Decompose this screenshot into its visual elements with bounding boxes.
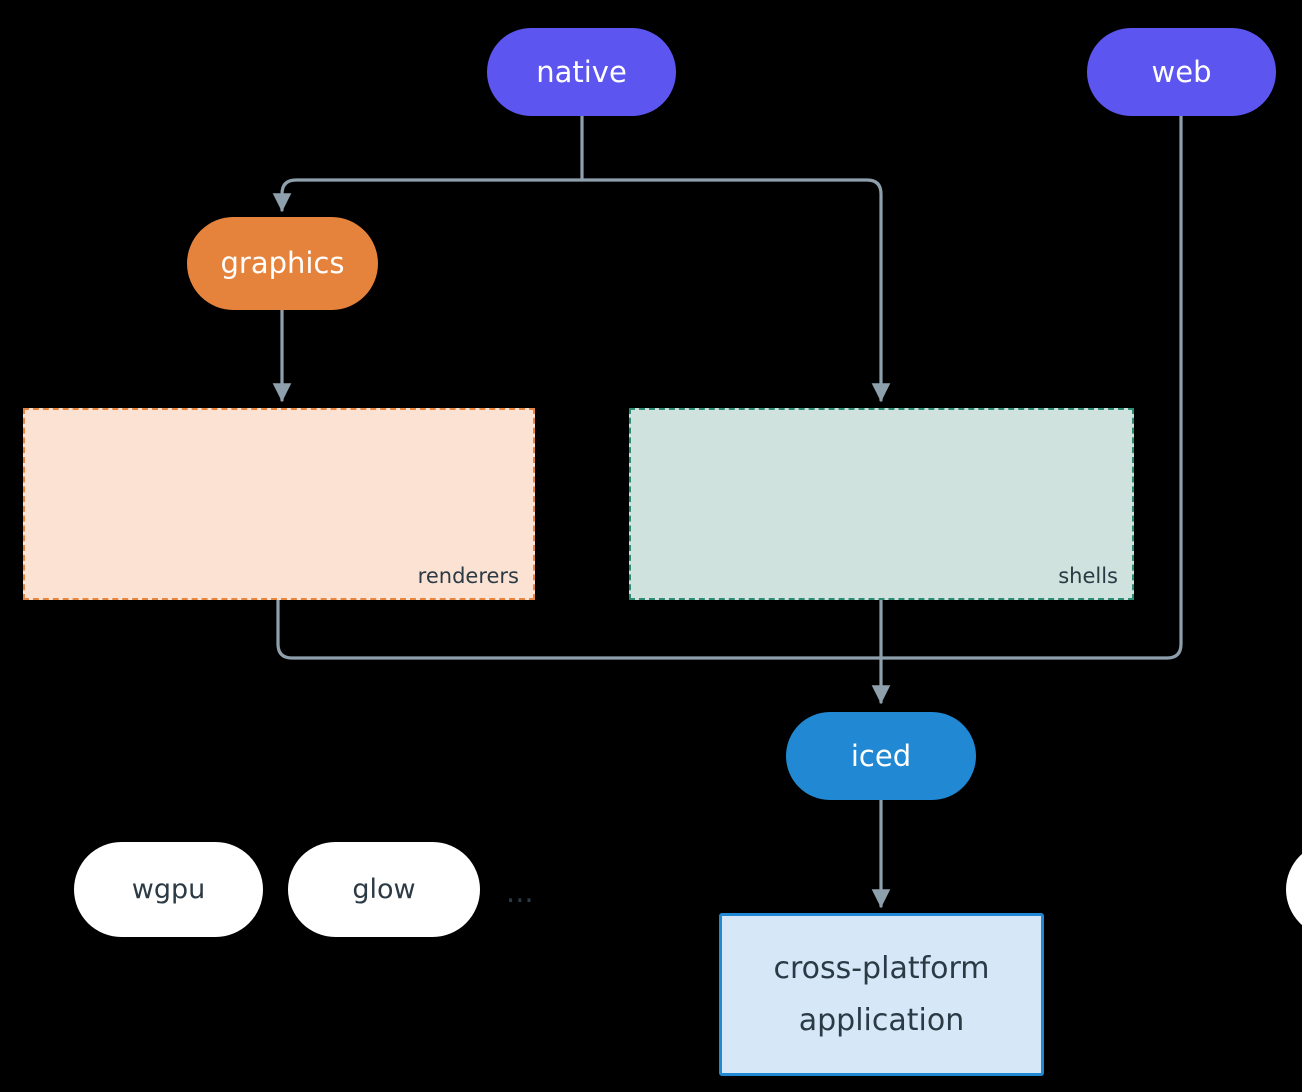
group-label-shells: shells bbox=[1058, 564, 1118, 588]
node-web[interactable]: web bbox=[1087, 28, 1276, 116]
edge-native-shells bbox=[580, 178, 891, 402]
group-shells: winit glutin ... shells bbox=[629, 408, 1302, 937]
group-renderers: wgpu glow ... renderers bbox=[23, 408, 535, 937]
node-glow[interactable]: glow bbox=[288, 842, 480, 937]
application-line-1: cross-platform bbox=[773, 951, 990, 986]
group-label-renderers: renderers bbox=[417, 564, 519, 588]
node-cross-platform-application[interactable]: cross-platform application bbox=[719, 913, 1044, 1076]
renderers-ellipsis: ... bbox=[506, 875, 534, 909]
node-winit[interactable]: winit bbox=[1286, 842, 1302, 937]
edge-renderers-iced bbox=[276, 598, 883, 660]
edge-native-graphics bbox=[272, 178, 584, 212]
node-wgpu[interactable]: wgpu bbox=[74, 842, 263, 937]
application-line-2: application bbox=[798, 1002, 965, 1038]
node-graphics[interactable]: graphics bbox=[187, 217, 378, 310]
node-native[interactable]: native bbox=[487, 28, 676, 116]
node-iced[interactable]: iced bbox=[786, 712, 976, 800]
